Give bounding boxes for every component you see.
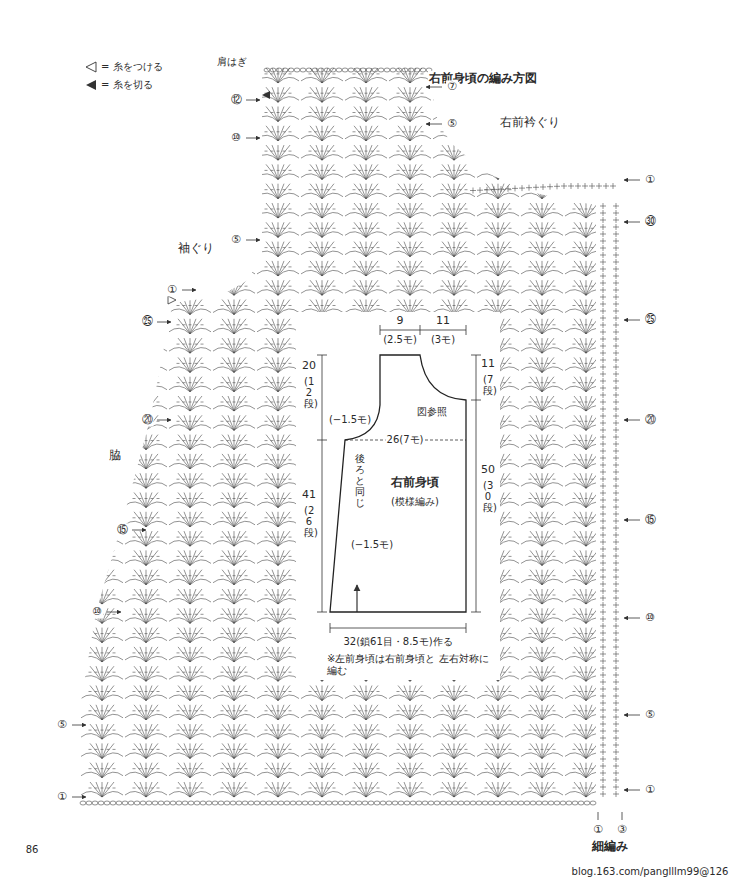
row-arrow [624,520,640,521]
piece-name: 右前身頃 [390,475,440,489]
label: 26(7モ) [386,434,425,446]
tick [598,812,599,820]
row-arrow [72,797,86,798]
row-number: ⑩ [230,131,242,144]
join-yarn-symbol [86,62,96,72]
row-number: ㉕ [644,313,657,326]
cut-yarn-symbol [86,80,96,90]
label: (30段) [483,479,493,514]
row-arrow [157,420,171,421]
label: (26段) [304,504,314,539]
label: 後ろと同じ [355,452,365,509]
stitch-name: (模様編み) [390,496,440,508]
tick [622,812,623,820]
label: 右前衿ぐり [499,115,561,129]
label: (−1.5モ) [350,539,394,551]
label: 41 [301,488,317,501]
row-number: ㉚ [644,215,657,228]
label: (3モ) [430,334,456,346]
row-number: ⑤ [56,718,68,731]
legend-symbols [86,62,270,304]
label: (2.5モ) [382,334,418,346]
label: (7段) [483,373,493,397]
row-number: ⑳ [644,413,657,426]
row-arrow [246,240,260,241]
label: 図参照 [416,406,448,418]
row-number: ⑮ [116,523,129,536]
row-arrow [624,790,640,791]
label: 20 [301,359,317,372]
row-arrow [246,138,260,139]
row-number: ⑤ [446,117,458,130]
schematic-path [330,355,466,612]
fan-stitch [81,49,607,797]
row-arrow [132,530,146,531]
label: 11 [435,314,451,327]
row-arrow [624,320,640,321]
label: 86 [25,844,40,856]
row-number: ⑦ [446,80,458,93]
row-number: ⑳ [141,413,154,426]
row-number: ⑮ [644,513,657,526]
label: 袖ぐり [177,241,215,255]
row-number: ⑩ [644,611,656,624]
row-number: ① [644,783,656,796]
row-arrows [72,87,640,797]
row-number: ⑫ [230,93,243,106]
label: 肩はぎ [216,56,248,68]
edge-stitches [80,68,622,820]
row-arrow [157,322,171,323]
label: (−1.5モ) [328,414,372,426]
row-number: ① [644,173,656,186]
label: blog.163.com/panglllm99@126 [571,866,730,878]
edge-stitch [80,68,619,805]
row-number: ① [592,823,604,836]
row-arrow [426,87,442,88]
row-number: ⑤ [644,708,656,721]
row-arrow [624,618,640,619]
label: 50 [480,463,496,476]
label: (12段) [304,375,314,410]
label: 32(鎖61目・8.5モ)作る [342,636,453,648]
row-arrow [624,222,640,223]
row-arrow [182,290,196,291]
label: 9 [396,314,405,327]
note: ※左前身頃は右前身頃と 左右対称に編む [326,653,490,677]
row-arrow [107,612,121,613]
cut-yarn-symbol [262,91,270,99]
row-number: ⑤ [230,233,242,246]
legend-text: = 糸を切る [100,79,154,91]
diagram-title: 右前身頃の編み方図 [428,71,538,85]
label: 細編み [591,839,629,853]
row-number: ① [166,283,178,296]
legend-text: = 糸をつける [100,61,164,73]
row-number: ⑩ [91,605,103,618]
blank-panel [296,312,500,680]
row-number: ㉕ [141,315,154,328]
join-yarn-symbol [168,296,176,304]
row-arrow [624,180,640,181]
row-arrow [246,100,260,101]
row-arrow [426,124,442,125]
row-arrow [624,420,640,421]
row-arrow [624,715,640,716]
row-number: ① [56,790,68,803]
label: 脇 [108,448,122,462]
row-arrow [72,725,86,726]
dimension-lines [317,325,481,633]
row-number: ③ [616,823,628,836]
schematic-outline: 右前身頃 (模様編み) [325,350,471,616]
stitch-pattern [81,49,607,797]
label: 11 [480,357,496,370]
